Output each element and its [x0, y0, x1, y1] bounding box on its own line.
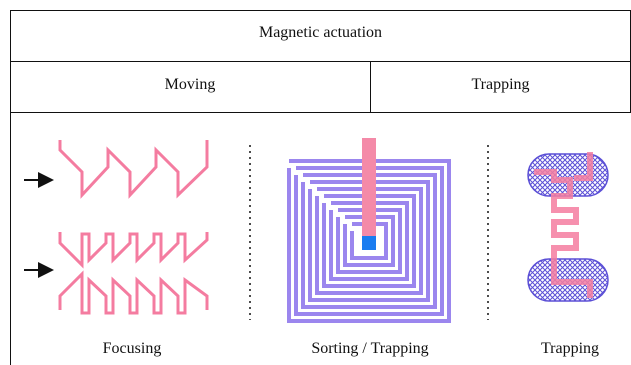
- category-divider: [370, 61, 371, 113]
- caption-sorting-trapping: Sorting / Trapping: [311, 340, 429, 357]
- header-row-divider: [10, 61, 631, 62]
- category-trapping: Trapping: [471, 76, 530, 93]
- focusing-zigzag-top: [58, 140, 209, 199]
- trap-meander-wire: [534, 152, 593, 298]
- table-left-border: [10, 10, 11, 365]
- focusing-zigzag-bottom: [58, 232, 209, 315]
- spiral-feed-bar: [362, 138, 376, 242]
- caption-trapping: Trapping: [540, 340, 600, 357]
- table-top-border: [10, 10, 631, 11]
- caption-focusing: Focusing: [102, 340, 162, 357]
- spiral-center-pad: [362, 236, 376, 250]
- category-row-divider: [10, 112, 631, 113]
- table-title: Magnetic actuation: [258, 24, 383, 41]
- category-moving: Moving: [164, 76, 216, 93]
- square-spiral-coil: [287, 159, 451, 323]
